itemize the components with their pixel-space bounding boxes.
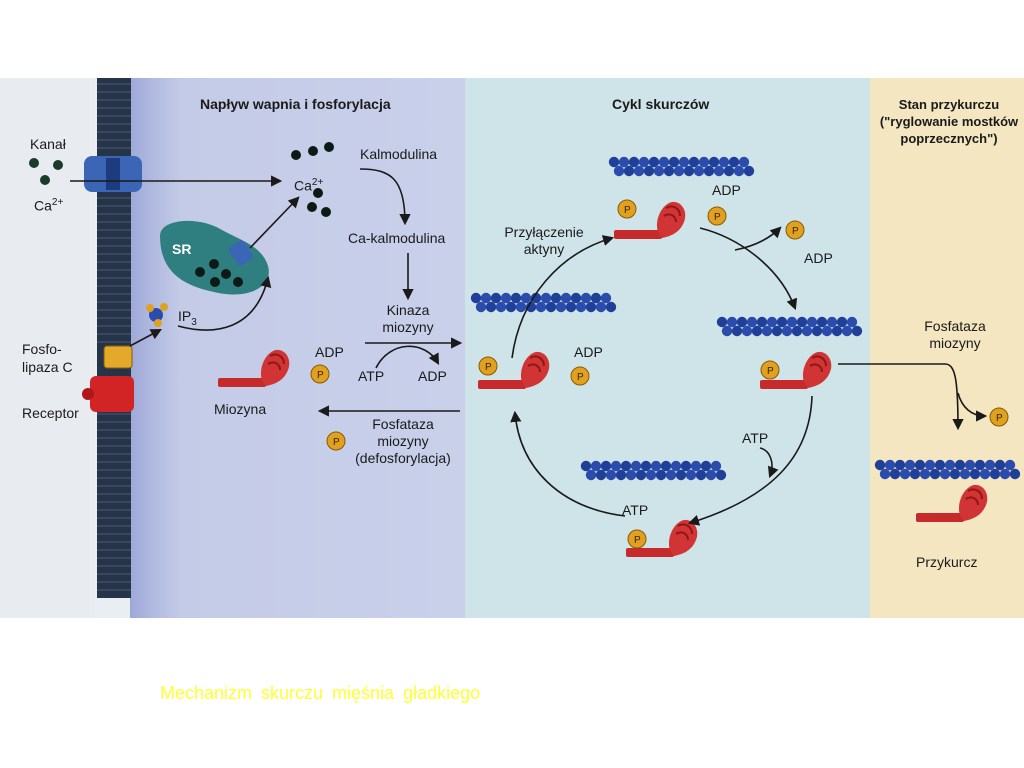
diagram-canvas: P [0, 78, 1024, 618]
phosphate-myosin [310, 364, 330, 384]
actin-filament-bottom [580, 460, 727, 481]
ip3-label: IP3 [178, 308, 197, 328]
phosphate-left-a [478, 356, 498, 376]
phosphate-left-b [570, 366, 590, 386]
ip3-molecule [146, 303, 168, 327]
calmodulin-label: Kalmodulina [360, 146, 438, 162]
ca-inside-label: Ca2+ [294, 177, 324, 194]
receptor-label: Receptor [22, 405, 79, 421]
atp-right-label: ATP [742, 430, 769, 446]
phosphate-latch [989, 407, 1009, 427]
section-title-influx: Napływ wapnia i fosforylacja [200, 96, 391, 112]
section-title-latch: Stan przykurczu ("ryglowanie mostków pop… [879, 97, 1019, 146]
phosphate-top-left [617, 199, 637, 219]
actin-binding-label: Przyłączenie aktyny [504, 224, 584, 257]
phosphatase-label: Fosfataza miozyny (defosforylacja) [355, 416, 451, 466]
cycle-arrows [510, 226, 988, 526]
receptor [82, 376, 134, 412]
actin-filament-right [716, 316, 863, 337]
phosphate-top-right [707, 206, 727, 226]
extracellular-panel [0, 78, 95, 618]
phospholipase-label: Fosfo- lipaza C [22, 341, 73, 375]
adp-top-label: ADP [712, 182, 741, 198]
slide-caption: Mechanizm skurczu mięśnia gładkiego [160, 683, 481, 703]
smooth-muscle-diagram: P [0, 78, 1024, 618]
atp-label: ATP [358, 368, 385, 384]
ca-calmodulin-label: Ca-kalmodulina [348, 230, 446, 246]
ca-outside-label: Ca2+ [34, 197, 64, 214]
adp-kinase-label: ADP [418, 368, 447, 384]
adp-myosin-label: ADP [315, 344, 344, 360]
adp-left-label: ADP [574, 344, 603, 360]
kinase-label: Kinaza miozyny [382, 302, 434, 335]
influx-arrows [70, 168, 463, 417]
actin-filament-top [608, 156, 755, 177]
calcium-ions-outside [29, 158, 63, 185]
myosin-label: Miozyna [214, 401, 267, 417]
actin-filament-latch [874, 459, 1021, 480]
latch-bridge-label: Przykurcz [916, 554, 978, 570]
phosphate-released [326, 431, 346, 451]
phosphate-right [760, 360, 780, 380]
phosphate-bottom [627, 529, 647, 549]
section-title-cycle: Cykl skurczów [612, 96, 710, 112]
phospholipase-c [103, 345, 133, 369]
sarcoplasmic-reticulum [160, 220, 269, 295]
latch-panel [870, 78, 1024, 618]
latch-phosphatase-label: Fosfataza miozyny [924, 318, 986, 351]
sr-label: SR [172, 241, 192, 257]
channel-label: Kanał [30, 136, 66, 152]
calcium-channel [84, 156, 142, 192]
adp-release-label: ADP [804, 250, 833, 266]
actin-filament-left [470, 292, 617, 313]
atp-bottom-label: ATP [622, 502, 649, 518]
influx-panel [130, 78, 465, 618]
calcium-ions-inside [291, 142, 334, 217]
phosphate-released-top [785, 220, 805, 240]
